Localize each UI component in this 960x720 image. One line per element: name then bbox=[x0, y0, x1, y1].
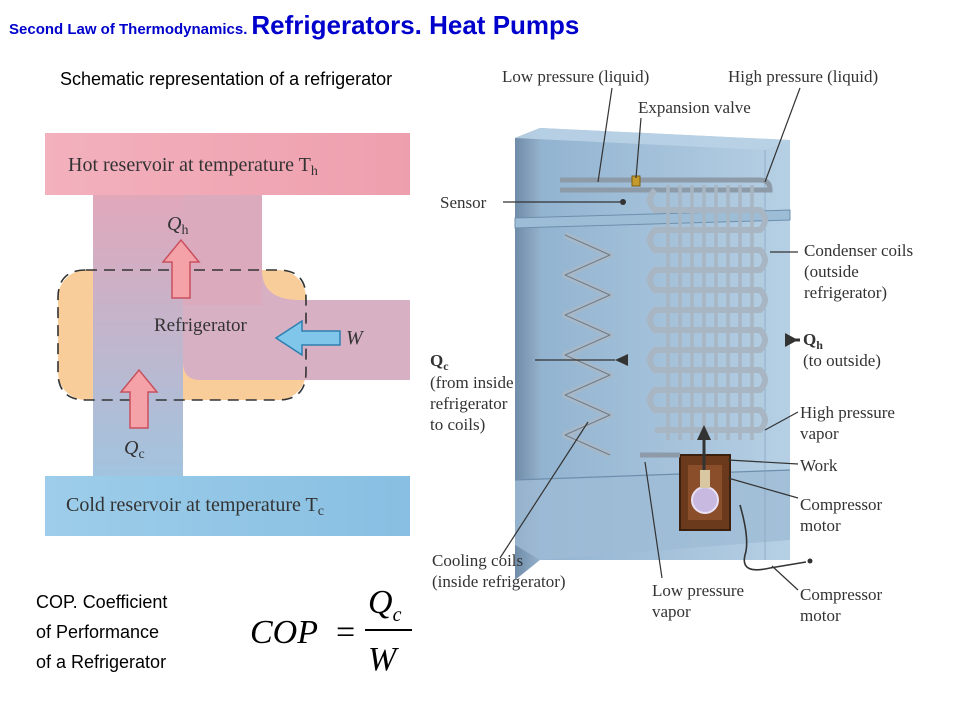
label-condenser-2: (outside bbox=[804, 262, 859, 281]
label-high-pressure-liquid: High pressure (liquid) bbox=[728, 67, 878, 86]
label-work: Work bbox=[800, 456, 838, 475]
cop-denominator: W bbox=[368, 641, 399, 678]
cop-line-3: of a Refrigerator bbox=[36, 652, 167, 672]
label-low-pressure-liquid: Low pressure (liquid) bbox=[502, 67, 649, 86]
cop-line-2: of Performance bbox=[36, 622, 160, 642]
refrigerator-schematic: Hot reservoir at temperature Th Cold res… bbox=[45, 133, 410, 536]
label-qh-note: (to outside) bbox=[803, 351, 881, 370]
cop-equals: = bbox=[336, 614, 355, 651]
leader-lines bbox=[499, 87, 801, 591]
label-qc-note-1: (from inside bbox=[430, 373, 514, 392]
cop-description: COP. Coefficient of Performance of a Ref… bbox=[36, 587, 236, 677]
qc-label: Qc bbox=[124, 437, 145, 462]
condenser-coils bbox=[647, 185, 768, 440]
refrigerator-illustration: Low pressure (liquid) High pressure (liq… bbox=[430, 67, 913, 625]
label-cooling-2: (inside refrigerator) bbox=[432, 572, 566, 591]
qc-arrow bbox=[119, 368, 159, 429]
cop-lhs: COP bbox=[250, 614, 318, 651]
hot-reservoir bbox=[45, 133, 410, 195]
label-cooling-1: Cooling coils bbox=[432, 551, 523, 570]
work-arrow-icon bbox=[697, 425, 711, 440]
label-motor-2: motor bbox=[800, 516, 841, 535]
hot-reservoir-label: Hot reservoir at temperature Th bbox=[68, 154, 318, 179]
qh-arrow-icon bbox=[785, 333, 798, 347]
label-hp-vapor-1: High pressure bbox=[800, 403, 895, 422]
label-sensor: Sensor bbox=[440, 193, 487, 212]
sensor-icon bbox=[620, 199, 626, 205]
label-hp-vapor-2: vapor bbox=[800, 424, 839, 443]
qc-arrow-icon bbox=[615, 354, 628, 366]
label-qc-note-2: refrigerator bbox=[430, 394, 508, 413]
slide-subtitle: Second Law of Thermodynamics. bbox=[9, 21, 248, 38]
cold-reservoir bbox=[45, 476, 410, 536]
power-cord bbox=[739, 504, 807, 571]
label-expansion-valve: Expansion valve bbox=[638, 98, 751, 117]
slide-main-title: Refrigerators. Heat Pumps bbox=[251, 10, 580, 40]
qh-label: Qh bbox=[167, 213, 188, 238]
cop-numerator: Qc bbox=[368, 584, 402, 626]
label-motor-1: Compressor bbox=[800, 495, 883, 514]
slide-title: Second Law of Thermodynamics.Refrigerato… bbox=[9, 10, 579, 41]
cop-line-1: COP. Coefficient bbox=[36, 592, 168, 612]
label-qc-note-3: to coils) bbox=[430, 415, 485, 434]
refrigerator-label: Refrigerator bbox=[154, 315, 248, 336]
cop-formula: COP = Qc W bbox=[250, 584, 412, 678]
label-motor2-2: motor bbox=[800, 606, 841, 625]
label-condenser-1: Condenser coils bbox=[804, 241, 913, 260]
compressor-motor bbox=[691, 486, 719, 514]
work-label: W bbox=[346, 327, 365, 349]
label-lp-vapor-1: Low pressure bbox=[652, 581, 744, 600]
label-condenser-3: refrigerator) bbox=[804, 283, 887, 302]
qh-arrow bbox=[161, 238, 201, 299]
cold-reservoir-label: Cold reservoir at temperature Tc bbox=[66, 494, 324, 519]
label-qh: Qh bbox=[803, 330, 823, 352]
refrigerator-dashed-boundary bbox=[57, 269, 307, 401]
label-qc: Qc bbox=[430, 351, 449, 373]
label-lp-vapor-2: vapor bbox=[652, 602, 691, 621]
work-arrow bbox=[274, 319, 341, 357]
schematic-caption: Schematic representation of a refrigerat… bbox=[60, 69, 393, 89]
fridge-side bbox=[515, 128, 540, 580]
heat-channel bbox=[93, 170, 183, 500]
label-motor2-1: Compressor bbox=[800, 585, 883, 604]
